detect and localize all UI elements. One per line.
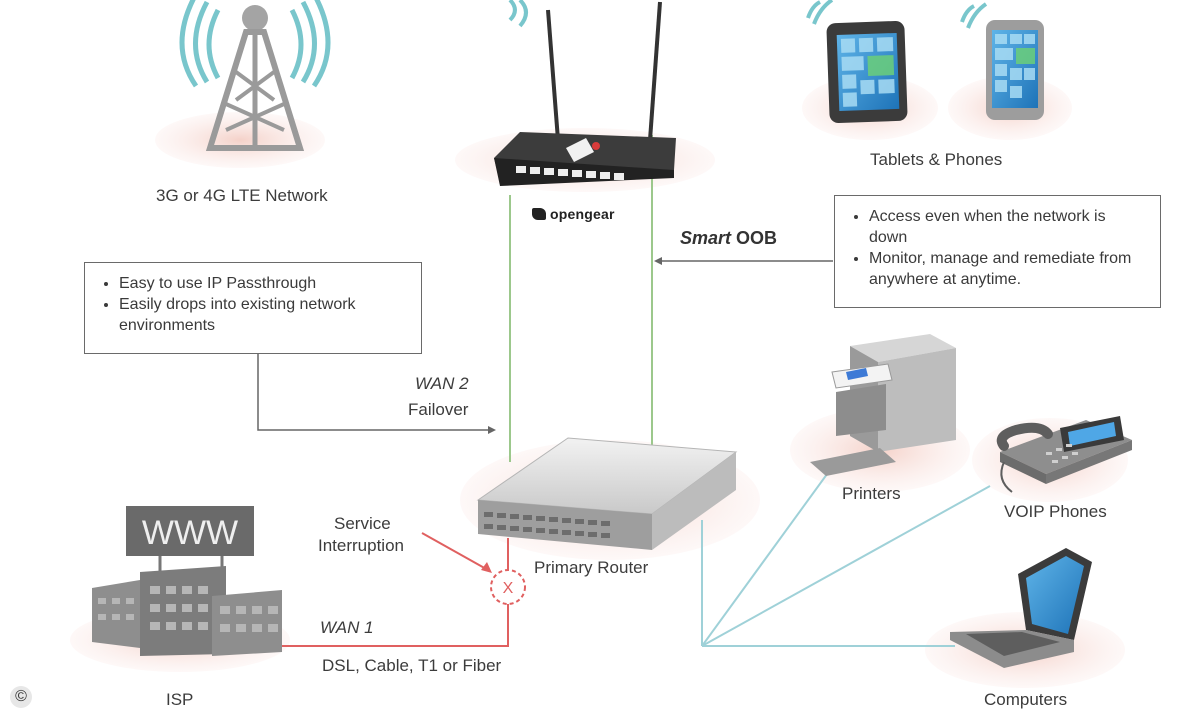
smart-oob-italic: Smart (680, 228, 732, 248)
printers-label: Printers (842, 484, 901, 503)
lan-voip (701, 485, 991, 647)
arrowhead-right (654, 257, 662, 265)
opengear-device-icon (494, 0, 676, 186)
wan1-link (275, 604, 509, 647)
lte-network-label: 3G or 4G LTE Network (156, 186, 328, 205)
service-interruption-icon: X (490, 569, 526, 605)
computers-label: Computers (984, 690, 1068, 709)
www-sign-text: WWW (142, 514, 238, 552)
oob-callout: Access even when the network is down Mon… (834, 195, 1161, 308)
service-interruption-label-line2: Interruption (318, 536, 404, 555)
interruption-arrowhead (481, 562, 492, 573)
arrowhead-left (488, 426, 496, 434)
interruption-pointer (421, 532, 489, 571)
callout-item: Monitor, manage and remediate from anywh… (869, 248, 1146, 290)
connections (257, 135, 991, 647)
smart-oob-label: Smart OOB (680, 228, 777, 249)
passthrough-callout: Easy to use IP Passthrough Easily drops … (84, 262, 422, 354)
printer-icon (810, 334, 956, 476)
cell-tower-icon (179, 0, 331, 151)
failover-label: Failover (408, 400, 469, 419)
isp-buildings-icon: WWW (92, 506, 282, 656)
primary-router-icon (476, 437, 738, 550)
left-callout-arrow (257, 352, 494, 431)
callout-item: Easy to use IP Passthrough (119, 273, 407, 294)
primary-router-label: Primary Router (534, 558, 649, 577)
callout-item: Easily drops into existing network envir… (119, 294, 407, 336)
phone-icon (960, 2, 1044, 120)
wan2-label: WAN 2 (415, 374, 469, 393)
voip-phone-icon (996, 416, 1132, 493)
callout-item: Access even when the network is down (869, 206, 1146, 248)
opengear-brand: opengear (532, 206, 615, 222)
passthrough-callout-list: Easy to use IP Passthrough Easily drops … (105, 273, 407, 336)
laptop-icon (950, 548, 1092, 668)
tablet-icon (806, 0, 908, 124)
wan1-media-label: DSL, Cable, T1 or Fiber (322, 656, 502, 675)
voip-phones-label: VOIP Phones (1004, 502, 1107, 521)
isp-label: ISP (166, 690, 194, 709)
lan-printer (701, 469, 831, 647)
smart-oob-bold: OOB (736, 228, 778, 248)
oob-callout-list: Access even when the network is down Mon… (855, 206, 1146, 290)
failure-mark: X (503, 580, 514, 597)
tablets-phones-label: Tablets & Phones (870, 150, 1003, 169)
opengear-logo-icon (532, 208, 546, 220)
opengear-brand-text: opengear (550, 206, 615, 222)
tower-shadow (155, 112, 325, 168)
wan1-label: WAN 1 (320, 618, 374, 637)
copyright-icon: © (10, 686, 32, 708)
service-interruption-label-line1: Service (334, 514, 391, 533)
